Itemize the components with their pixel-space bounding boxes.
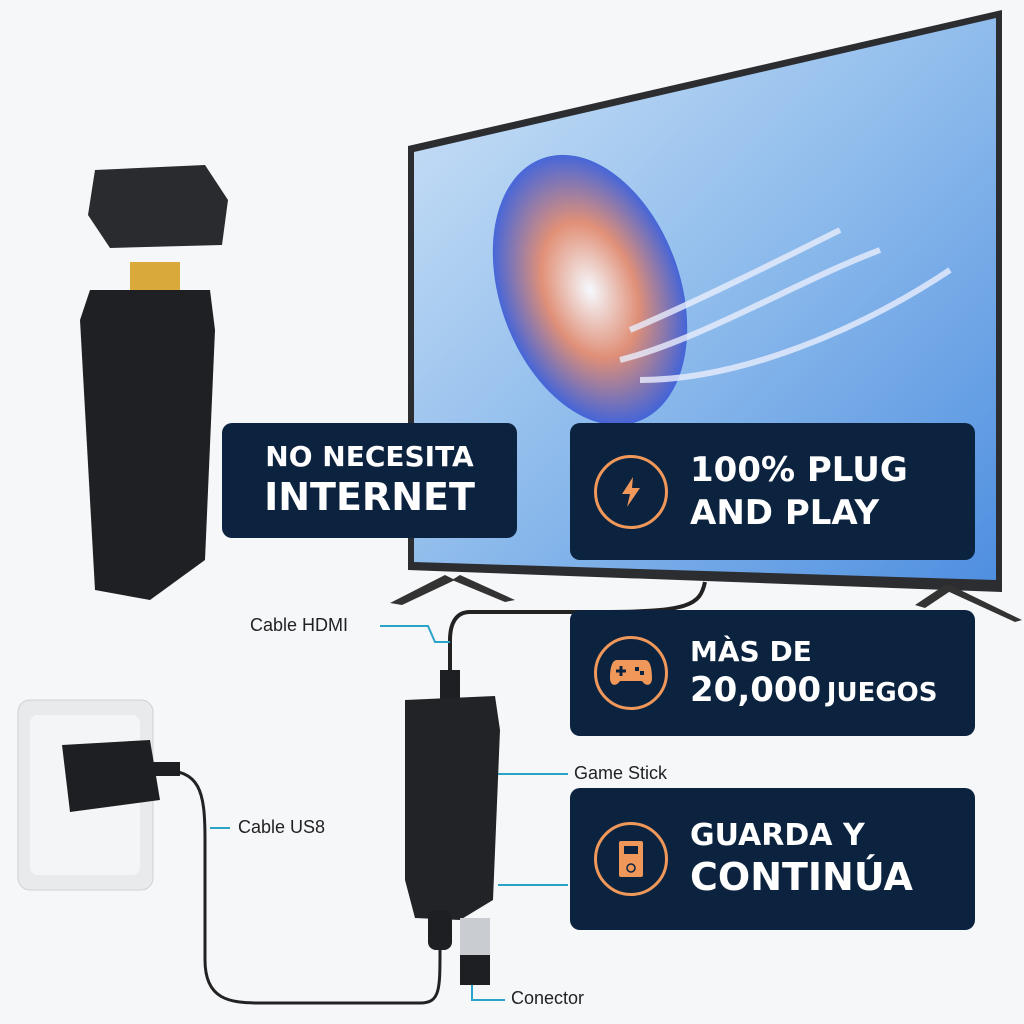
card-line: INTERNET <box>264 475 475 520</box>
game-stick-open <box>80 165 228 600</box>
card-plug-and-play: 100% PLUG AND PLAY <box>570 423 975 560</box>
wall-socket <box>17 699 180 891</box>
card-save-continue: GUARDA Y CONTINÚA <box>570 788 975 930</box>
card-line: MÀS DE <box>690 635 812 669</box>
leader-lines <box>210 625 568 1001</box>
card-line: 20,000 <box>690 670 822 711</box>
card-line: NO NECESITA <box>265 440 474 474</box>
card-line: JUEGOS <box>826 678 938 709</box>
game-stick <box>405 670 500 985</box>
card-line: CONTINÚA <box>690 855 913 899</box>
label-usb-cable: Cable US8 <box>238 817 326 837</box>
usb-cable <box>159 768 442 1005</box>
card-line: 100% PLUG <box>690 450 908 490</box>
card-line: AND PLAY <box>690 492 880 533</box>
card-games: MÀS DE 20,000 JUEGOS <box>570 610 975 736</box>
card-no-internet: NO NECESITA INTERNET <box>222 423 517 538</box>
card-line: GUARDA Y <box>690 817 865 853</box>
gamepad-icon <box>594 636 668 710</box>
lightning-icon <box>594 454 668 529</box>
label-hdmi-cable: Cable HDMI <box>250 615 349 635</box>
save-device-icon <box>594 822 668 896</box>
label-connector: Conector <box>511 988 585 1008</box>
label-game-stick: Game Stick <box>574 763 668 783</box>
